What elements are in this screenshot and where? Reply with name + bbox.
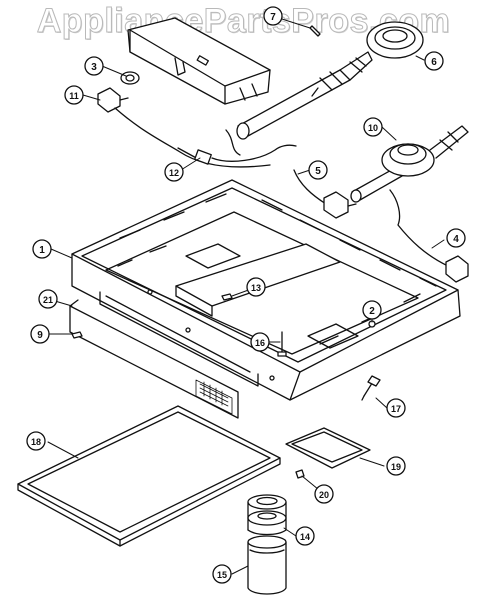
callout-7: 7 xyxy=(263,6,283,26)
svg-text:20: 20 xyxy=(319,490,329,500)
svg-text:21: 21 xyxy=(43,295,53,305)
callout-4: 4 xyxy=(446,228,466,248)
screw-7 xyxy=(309,25,321,37)
callout-5: 5 xyxy=(308,160,328,180)
svg-text:14: 14 xyxy=(300,532,310,542)
callout-6: 6 xyxy=(424,51,444,71)
callout-11: 11 xyxy=(64,85,84,105)
callout-14: 14 xyxy=(295,526,315,546)
jar xyxy=(247,535,287,595)
svg-text:17: 17 xyxy=(391,404,401,414)
svg-text:2: 2 xyxy=(369,306,375,317)
screw-13 xyxy=(221,293,233,301)
leader-lines xyxy=(47,18,445,575)
gas-valve-4 xyxy=(389,189,469,283)
svg-text:18: 18 xyxy=(31,437,41,447)
callout-16: 16 xyxy=(250,332,270,352)
gas-valve-5 xyxy=(293,169,357,219)
screw-9 xyxy=(71,331,83,339)
nut-3 xyxy=(120,71,140,85)
callout-2: 2 xyxy=(362,300,382,320)
front-panel xyxy=(69,299,239,419)
svg-text:10: 10 xyxy=(368,123,378,133)
callout-10: 10 xyxy=(363,117,383,137)
svg-text:12: 12 xyxy=(169,168,179,178)
callout-3: 3 xyxy=(84,56,104,76)
main-burner-tube xyxy=(236,21,424,140)
callout-13: 13 xyxy=(246,277,266,297)
svg-text:11: 11 xyxy=(69,91,79,101)
vent-grid xyxy=(195,379,233,415)
callout-19: 19 xyxy=(386,456,406,476)
svg-text:1: 1 xyxy=(39,245,45,256)
svg-text:19: 19 xyxy=(391,462,401,472)
callout-20: 20 xyxy=(314,484,334,504)
svg-text:5: 5 xyxy=(315,166,321,177)
callout-17: 17 xyxy=(386,398,406,418)
callout-9: 9 xyxy=(30,324,50,344)
small-burner xyxy=(350,125,469,203)
bolt-17 xyxy=(361,375,381,401)
svg-text:7: 7 xyxy=(270,12,276,23)
svg-text:6: 6 xyxy=(431,57,437,68)
gas-valve-left xyxy=(97,87,297,168)
svg-text:13: 13 xyxy=(251,283,261,293)
svg-text:16: 16 xyxy=(255,338,265,348)
callout-1: 1 xyxy=(32,239,52,259)
cooktop-box xyxy=(71,179,461,401)
bolt-16 xyxy=(277,331,287,357)
svg-text:4: 4 xyxy=(453,234,459,245)
svg-text:3: 3 xyxy=(91,62,97,73)
burner-bracket xyxy=(127,17,271,105)
cover-plate xyxy=(285,427,371,469)
bottom-tray xyxy=(17,405,281,547)
svg-text:15: 15 xyxy=(217,570,227,580)
callout-18: 18 xyxy=(26,431,46,451)
callout-12: 12 xyxy=(164,162,184,182)
callout-15: 15 xyxy=(212,564,232,584)
callout-21: 21 xyxy=(38,289,58,309)
svg-text:9: 9 xyxy=(37,330,43,341)
jar-cap xyxy=(247,494,287,536)
